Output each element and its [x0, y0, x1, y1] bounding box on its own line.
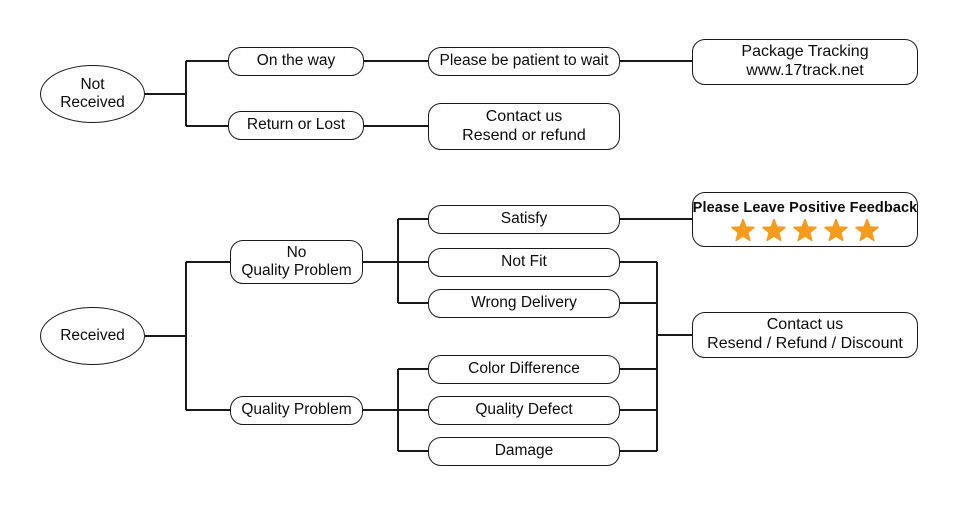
- stage-node-return-or-lost[interactable]: Return or Lost: [228, 111, 364, 140]
- stage-node-quality-problem[interactable]: Quality Problem: [230, 396, 363, 425]
- outcome-node-positive-feedback-label: Please Leave Positive Feedback: [692, 200, 918, 217]
- outcome-node-package-tracking[interactable]: Package Tracking www.17track.net: [692, 39, 918, 85]
- outcome-node-package-tracking-line2: www.17track.net: [746, 62, 864, 79]
- stage-node-no-quality-problem-line1: No: [286, 243, 307, 261]
- start-node-received[interactable]: Received: [40, 307, 145, 365]
- leaf-node-color-difference[interactable]: Color Difference: [428, 355, 620, 384]
- leaf-node-not-fit-label: Not Fit: [501, 253, 547, 271]
- star-icon[interactable]: [855, 218, 879, 243]
- outcome-node-contact-resend-refund[interactable]: Contact us Resend or refund: [428, 103, 620, 150]
- outcome-node-be-patient[interactable]: Please be patient to wait: [428, 47, 620, 76]
- start-node-not-received-line1: Not: [80, 75, 105, 93]
- outcome-node-contact-resend-refund-discount-line2: Resend / Refund / Discount: [707, 335, 903, 352]
- star-icon[interactable]: [762, 218, 786, 243]
- outcome-node-contact-resend-refund-discount[interactable]: Contact us Resend / Refund / Discount: [692, 312, 918, 358]
- leaf-node-damage[interactable]: Damage: [428, 437, 620, 466]
- star-icon[interactable]: [731, 218, 755, 243]
- leaf-node-quality-defect-label: Quality Defect: [475, 401, 573, 419]
- stage-node-no-quality-problem[interactable]: No Quality Problem: [230, 240, 363, 284]
- leaf-node-satisfy[interactable]: Satisfy: [428, 205, 620, 234]
- stage-node-return-or-lost-label: Return or Lost: [246, 116, 346, 134]
- leaf-node-satisfy-label: Satisfy: [500, 210, 548, 228]
- leaf-node-color-difference-label: Color Difference: [468, 360, 580, 378]
- start-node-not-received-line2: Received: [60, 94, 125, 111]
- leaf-node-not-fit[interactable]: Not Fit: [428, 248, 620, 277]
- stage-node-on-the-way-label: On the way: [256, 52, 336, 70]
- star-icon[interactable]: [793, 218, 817, 243]
- star-icon[interactable]: [824, 218, 848, 243]
- outcome-node-contact-resend-refund-discount-line1: Contact us: [766, 316, 844, 334]
- star-rating[interactable]: [731, 218, 879, 243]
- leaf-node-damage-label: Damage: [494, 442, 554, 460]
- start-node-received-label: Received: [60, 326, 125, 344]
- leaf-node-quality-defect[interactable]: Quality Defect: [428, 396, 620, 425]
- leaf-node-wrong-delivery[interactable]: Wrong Delivery: [428, 289, 620, 318]
- outcome-node-package-tracking-line1: Package Tracking: [741, 43, 869, 61]
- stage-node-no-quality-problem-line2: Quality Problem: [241, 262, 352, 279]
- outcome-node-positive-feedback[interactable]: Please Leave Positive Feedback: [692, 192, 918, 247]
- start-node-not-received[interactable]: Not Received: [40, 65, 145, 123]
- stage-node-on-the-way[interactable]: On the way: [228, 47, 364, 76]
- outcome-node-contact-resend-refund-line1: Contact us: [485, 107, 563, 125]
- outcome-node-contact-resend-refund-line2: Resend or refund: [462, 126, 586, 144]
- leaf-node-wrong-delivery-label: Wrong Delivery: [471, 294, 577, 312]
- outcome-node-be-patient-label: Please be patient to wait: [439, 52, 609, 70]
- stage-node-quality-problem-label: Quality Problem: [241, 401, 352, 419]
